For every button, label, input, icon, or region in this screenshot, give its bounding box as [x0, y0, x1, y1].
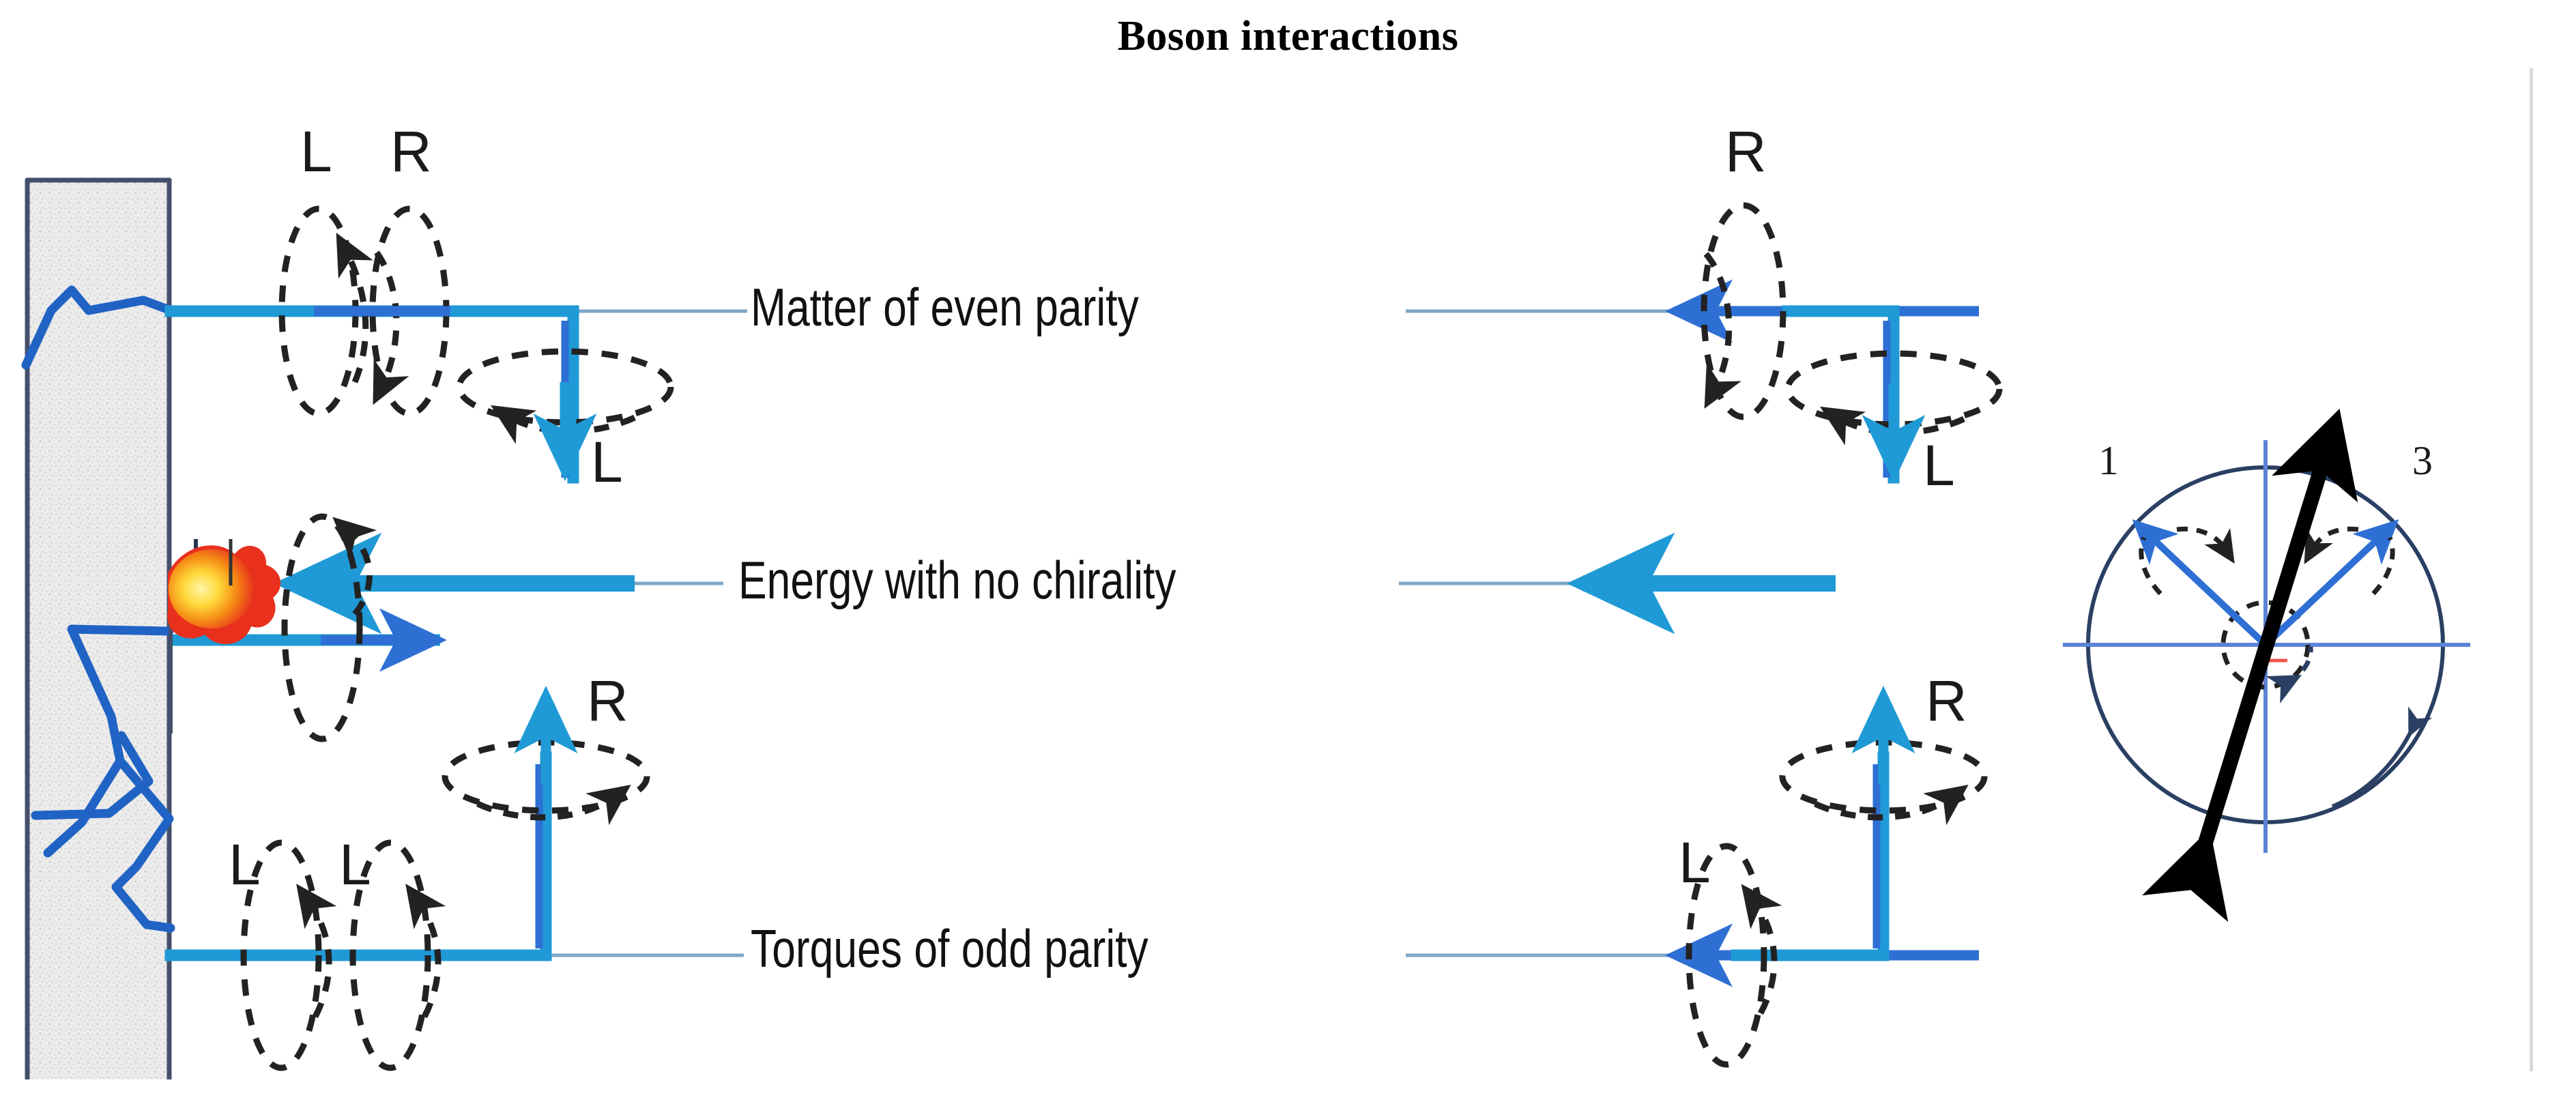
row-1-right-chirality-label-R: R — [1725, 119, 1767, 184]
row-1-spin-down-label-L: L — [591, 430, 623, 494]
row-1-chirality-label-R: R — [390, 119, 432, 184]
row-1-left-worldline — [164, 305, 579, 484]
row-1-right-helix-R — [1701, 202, 1786, 420]
row-3-group — [164, 685, 1988, 1071]
row-2-group — [167, 513, 1836, 742]
wall-crack-paths — [21, 285, 175, 933]
row-1-label: Matter of even parity — [751, 277, 1139, 337]
row-3-helix-L2 — [349, 839, 446, 1071]
row-2-label: Energy with no chirality — [738, 550, 1176, 610]
flame-burst-icon — [167, 545, 281, 644]
phasor-vector-3-spin-b — [2304, 526, 2359, 564]
phasor-vector-1 — [2132, 519, 2268, 648]
phasor-vector-3-spin-a — [2371, 536, 2395, 596]
row-3-chirality-label-L1: L — [229, 832, 261, 897]
row-1-chirality-label-L: L — [300, 119, 332, 184]
row-3-spin-up-label-R: R — [587, 669, 628, 733]
row-1-group — [164, 202, 2003, 484]
phasor-vector-1-label: 1 — [2098, 438, 2119, 483]
phasor-outer-rotation-arrow — [2331, 706, 2433, 809]
phasor-vector-1-spin-b — [2176, 526, 2235, 564]
row-3-left-worldline — [164, 751, 552, 961]
row-3-label: Torques of odd parity — [751, 918, 1148, 978]
row-3-chirality-label-L2: L — [339, 832, 371, 897]
row-3-right-spin-up-label-R: R — [1926, 669, 1967, 733]
row-3-right-helix-L — [1685, 843, 1782, 1068]
right-divider-rule — [2530, 68, 2533, 1071]
row-1-right-spin-down-label-L: L — [1923, 433, 1955, 497]
row-3-right-chirality-label-L: L — [1679, 830, 1711, 895]
row-3-helix-L1 — [240, 839, 337, 1071]
phasor-black-axis — [2142, 408, 2358, 923]
phasor-diagram — [2063, 408, 2470, 923]
row-2-helix — [281, 513, 377, 742]
row-1-right-worldline — [1782, 305, 1900, 484]
row-3-right-worldline — [1731, 751, 1890, 961]
phasor-vector-3-label: 3 — [2412, 438, 2433, 483]
page-title: Boson interactions — [1117, 13, 1459, 59]
